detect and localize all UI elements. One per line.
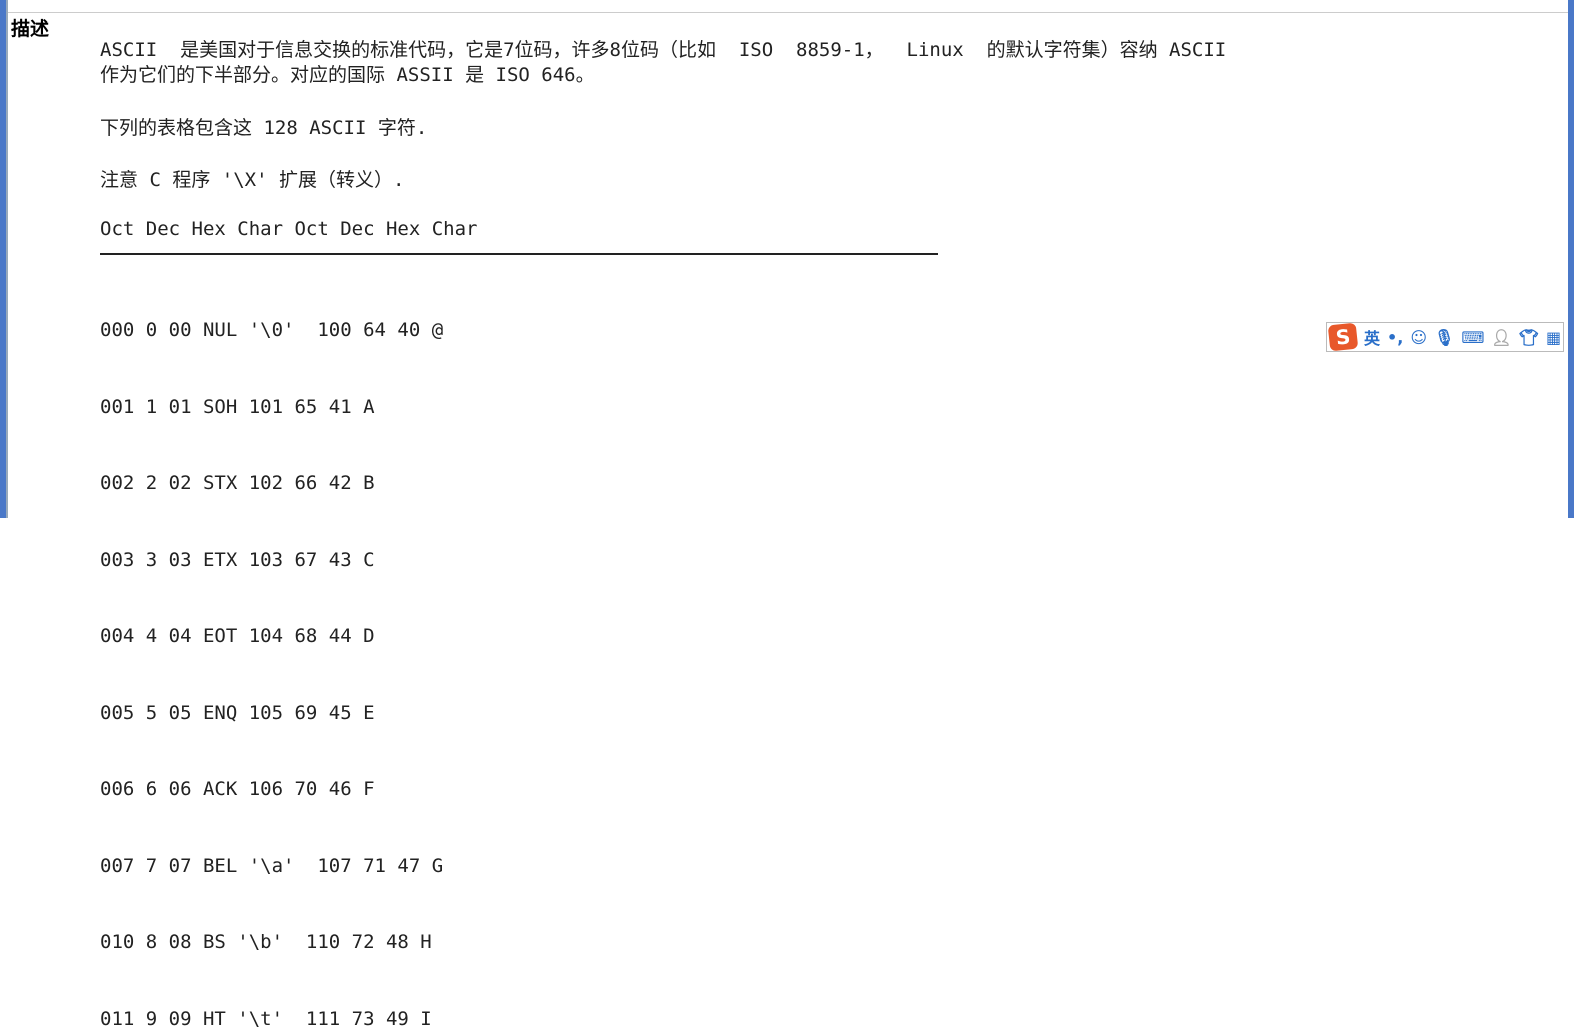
table-row: 011 9 09 HT '\t' 111 73 49 I <box>100 1007 432 1030</box>
window-border-inner <box>6 0 8 518</box>
window-border-right <box>1568 0 1574 518</box>
grid-menu-icon[interactable]: ▦ <box>1546 327 1562 347</box>
table-row: 001 1 01 SOH 101 65 41 A <box>100 395 375 418</box>
table-body: 000 0 00 NUL '\0' 100 64 40 @ 001 1 01 S… <box>100 267 443 1036</box>
table-row: 005 5 05 ENQ 105 69 45 E <box>100 701 375 724</box>
ime-mode-toggle[interactable]: 英 <box>1364 329 1381 348</box>
menu-bar-cutoff <box>8 0 1568 13</box>
window-border-left <box>0 0 6 518</box>
emoji-icon[interactable]: ☺ <box>1410 327 1428 347</box>
table-header: Oct Dec Hex Char Oct Dec Hex Char <box>100 218 478 240</box>
skin-shirt-icon[interactable]: 👕︎ <box>1518 327 1540 347</box>
sogou-logo-icon[interactable]: S <box>1327 322 1359 352</box>
user-icon[interactable]: 👤︎ <box>1491 327 1512 347</box>
paragraph-line-1: ASCII 是美国对于信息交换的标准代码，它是7位码，许多8位码（比如 ISO … <box>100 39 1227 61</box>
table-row: 002 2 02 STX 102 66 42 B <box>100 472 375 494</box>
microphone-icon[interactable]: 🎙︎ <box>1434 327 1455 347</box>
ime-toolbar[interactable]: S 英 •, ☺ 🎙︎ ⌨ 👤︎ 👕︎ ▦ <box>1326 322 1564 352</box>
table-row: 004 4 04 EOT 104 68 44 D <box>100 625 375 647</box>
paragraph-line-2: 作为它们的下半部分。对应的国际 ASSII 是 ISO 646。 <box>100 64 595 86</box>
table-row: 000 0 00 NUL '\0' 100 64 40 @ <box>100 319 444 341</box>
paragraph-note: 注意 C 程序 '\X' 扩展（转义）. <box>100 169 405 191</box>
table-row: 010 8 08 BS '\b' 110 72 48 H <box>100 931 432 953</box>
ime-punct-toggle[interactable]: •, <box>1387 327 1404 347</box>
table-row: 003 3 03 ETX 103 67 43 C <box>100 548 375 571</box>
paragraph-table-intro: 下列的表格包含这 128 ASCII 字符. <box>100 117 428 139</box>
table-row: 007 7 07 BEL '\a' 107 71 47 G <box>100 854 444 877</box>
section-heading: 描述 <box>11 18 50 40</box>
table-header-rule <box>100 253 938 255</box>
keyboard-icon[interactable]: ⌨ <box>1461 327 1485 347</box>
table-row: 006 6 06 ACK 106 70 46 F <box>100 778 375 800</box>
